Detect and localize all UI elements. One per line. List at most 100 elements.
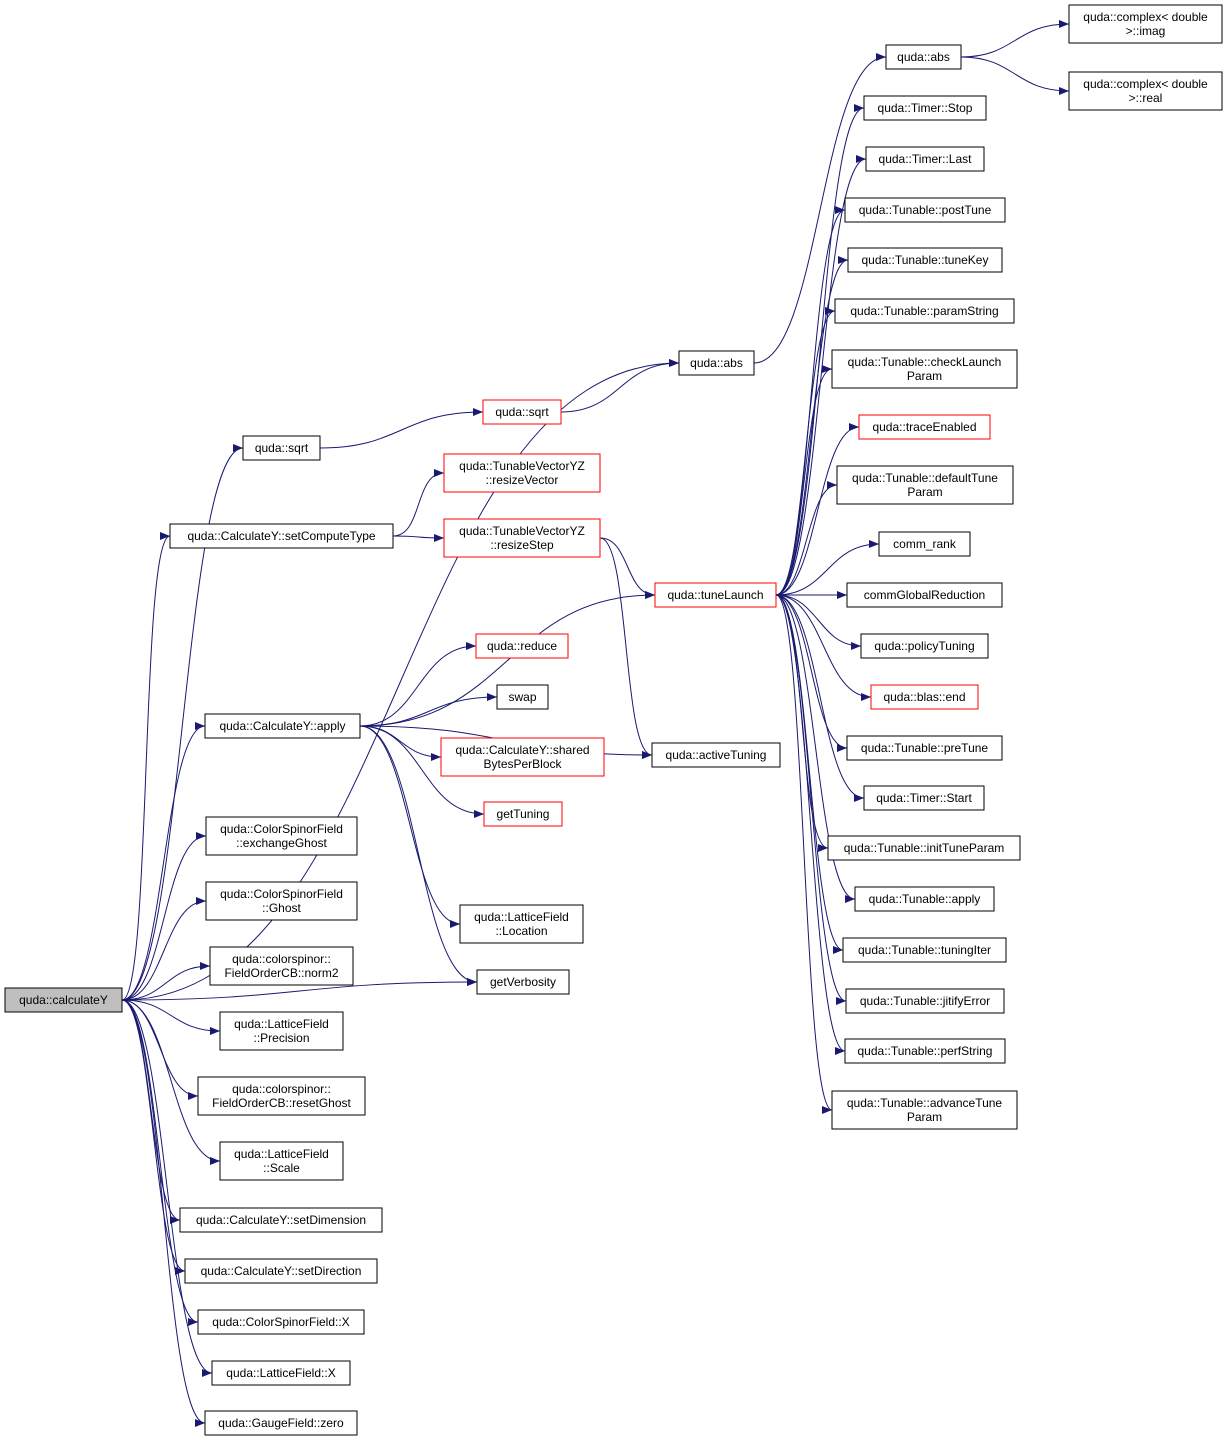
node-label: ::resizeVector xyxy=(486,473,559,487)
node-resizeStep[interactable]: quda::TunableVectorYZ::resizeStep xyxy=(443,518,601,558)
node-label: quda::Tunable::defaultTune xyxy=(852,471,998,485)
node-label: quda::abs xyxy=(897,50,950,64)
node-blasEnd[interactable]: quda::blas::end xyxy=(870,684,979,710)
node-label: quda::abs xyxy=(690,356,743,370)
node-tuningIter[interactable]: quda::Tunable::tuningIter xyxy=(842,937,1007,963)
node-perfString[interactable]: quda::Tunable::perfString xyxy=(844,1038,1006,1064)
node-csfX[interactable]: quda::ColorSpinorField::X xyxy=(197,1309,365,1335)
node-swap[interactable]: swap xyxy=(496,684,549,710)
node-zero[interactable]: quda::GaugeField::zero xyxy=(204,1410,358,1436)
node-timerStop[interactable]: quda::Timer::Stop xyxy=(863,95,987,121)
node-box xyxy=(204,1410,358,1436)
node-box xyxy=(885,44,962,70)
node-box xyxy=(870,684,979,710)
node-box xyxy=(443,518,601,558)
node-label: quda::CalculateY::setDimension xyxy=(196,1213,366,1227)
edge-tuneLaunch-to-tunableApply xyxy=(775,594,856,903)
node-imag[interactable]: quda::complex< double >::imag xyxy=(1068,4,1223,44)
node-label: quda::Tunable::paramString xyxy=(850,304,998,318)
node-box xyxy=(842,937,1007,963)
node-label: quda::Timer::Last xyxy=(879,152,973,166)
node-lfX[interactable]: quda::LatticeField::X xyxy=(211,1360,351,1386)
node-location[interactable]: quda::LatticeField::Location xyxy=(459,904,584,944)
node-label: quda::Tunable::postTune xyxy=(859,203,992,217)
node-label: quda::Tunable::jitifyError xyxy=(860,994,990,1008)
node-exchangeGhost[interactable]: quda::ColorSpinorField::exchangeGhost xyxy=(205,816,358,856)
node-label: quda::sqrt xyxy=(255,441,309,455)
node-label: quda::TunableVectorYZ xyxy=(459,524,585,538)
node-label: quda::LatticeField::X xyxy=(226,1366,335,1380)
node-commRank[interactable]: comm_rank xyxy=(878,531,971,557)
node-label: ::Ghost xyxy=(262,901,301,915)
node-reduce[interactable]: quda::reduce xyxy=(475,633,569,659)
node-sqrt2[interactable]: quda::sqrt xyxy=(482,399,562,425)
node-setComputeType[interactable]: quda::CalculateY::setComputeType xyxy=(169,523,394,549)
node-postTune[interactable]: quda::Tunable::postTune xyxy=(844,197,1006,223)
node-label: Param xyxy=(907,485,942,499)
edge-abs_main-to-abs_top xyxy=(753,53,887,364)
node-label: quda::CalculateY::shared xyxy=(455,743,589,757)
node-label: quda::colorspinor:: xyxy=(232,952,331,966)
node-box xyxy=(678,350,755,376)
node-box xyxy=(459,904,584,944)
node-label: Param xyxy=(907,1110,942,1124)
node-label: getTuning xyxy=(497,807,550,821)
node-ghost[interactable]: quda::ColorSpinorField::Ghost xyxy=(205,881,358,921)
edge-calculateY-to-scale xyxy=(121,999,221,1165)
node-jitify[interactable]: quda::Tunable::jitifyError xyxy=(845,988,1005,1014)
node-tunableApply[interactable]: quda::Tunable::apply xyxy=(854,886,995,912)
node-traceEnabled[interactable]: quda::traceEnabled xyxy=(858,414,991,440)
node-initTune[interactable]: quda::Tunable::initTuneParam xyxy=(827,835,1021,861)
node-box xyxy=(847,247,1003,273)
edge-sqrt1-to-sqrt2 xyxy=(319,408,484,449)
node-setDirection[interactable]: quda::CalculateY::setDirection xyxy=(184,1258,378,1284)
node-resetGhost[interactable]: quda::colorspinor::FieldOrderCB::resetGh… xyxy=(197,1076,366,1116)
edge-calculateY-to-lfX xyxy=(121,999,213,1377)
node-label: quda::traceEnabled xyxy=(872,420,976,434)
node-getTuning[interactable]: getTuning xyxy=(483,801,563,827)
node-tuneLaunch[interactable]: quda::tuneLaunch xyxy=(654,582,777,608)
edge-calculateY-to-apply xyxy=(121,722,206,1001)
node-setDimension[interactable]: quda::CalculateY::setDimension xyxy=(179,1207,383,1233)
node-sqrt1[interactable]: quda::sqrt xyxy=(242,435,321,461)
node-abs_main[interactable]: quda::abs xyxy=(678,350,755,376)
node-timerLast[interactable]: quda::Timer::Last xyxy=(865,146,985,172)
node-getVerbosity[interactable]: getVerbosity xyxy=(476,969,570,995)
node-resizeVector[interactable]: quda::TunableVectorYZ::resizeVector xyxy=(443,453,601,493)
edge-tuneLaunch-to-timerLast xyxy=(775,155,867,596)
node-real[interactable]: quda::complex< double >::real xyxy=(1068,71,1223,111)
node-label: quda::Tunable::apply xyxy=(869,892,981,906)
node-calculateY[interactable]: quda::calculateY xyxy=(4,987,123,1013)
node-box xyxy=(831,1090,1018,1130)
node-paramString[interactable]: quda::Tunable::paramString xyxy=(834,298,1015,324)
node-box xyxy=(863,95,987,121)
node-apply[interactable]: quda::CalculateY::apply xyxy=(204,713,361,739)
node-box xyxy=(651,742,781,768)
node-box xyxy=(169,523,394,549)
node-policyTuning[interactable]: quda::policyTuning xyxy=(860,633,989,659)
node-label: quda::ColorSpinorField xyxy=(220,822,343,836)
node-box xyxy=(844,197,1006,223)
edge-setComputeType-to-resizeVector xyxy=(392,469,445,537)
edge-sqrt2-to-abs_main xyxy=(560,359,680,413)
node-scale[interactable]: quda::LatticeField::Scale xyxy=(219,1141,344,1181)
node-commGlobal[interactable]: commGlobalReduction xyxy=(846,582,1003,608)
node-preTune[interactable]: quda::Tunable::preTune xyxy=(846,735,1003,761)
node-label: quda::Tunable::tuneKey xyxy=(862,253,989,267)
node-norm2[interactable]: quda::colorspinor::FieldOrderCB::norm2 xyxy=(209,946,354,986)
edge-tuneLaunch-to-defaultTune xyxy=(775,481,838,596)
node-precision[interactable]: quda::LatticeField::Precision xyxy=(219,1011,344,1051)
node-label: quda::Tunable::advanceTune xyxy=(847,1096,1003,1110)
edge-tuneLaunch-to-preTune xyxy=(775,594,848,752)
node-activeTuning[interactable]: quda::activeTuning xyxy=(651,742,781,768)
node-box xyxy=(845,988,1005,1014)
edge-apply-to-getTuning xyxy=(359,725,485,818)
node-timerStart[interactable]: quda::Timer::Start xyxy=(863,785,985,811)
node-abs_top[interactable]: quda::abs xyxy=(885,44,962,70)
node-tuneKey[interactable]: quda::Tunable::tuneKey xyxy=(847,247,1003,273)
